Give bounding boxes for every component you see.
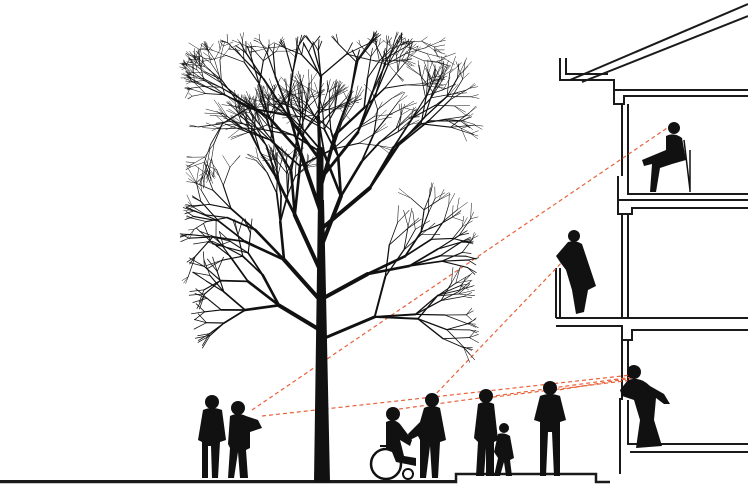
- sightlines: [252, 126, 670, 416]
- ground: [0, 474, 610, 482]
- standing-man: [534, 381, 566, 476]
- adult-with-child: [474, 389, 514, 476]
- man-in-chair-top-floor: [642, 122, 690, 192]
- sightline-man-to-window: [546, 378, 632, 392]
- wheelchair-user: [371, 407, 416, 479]
- woman-on-upper-balcony: [556, 230, 596, 314]
- pedestrian-pair-left: [198, 395, 262, 478]
